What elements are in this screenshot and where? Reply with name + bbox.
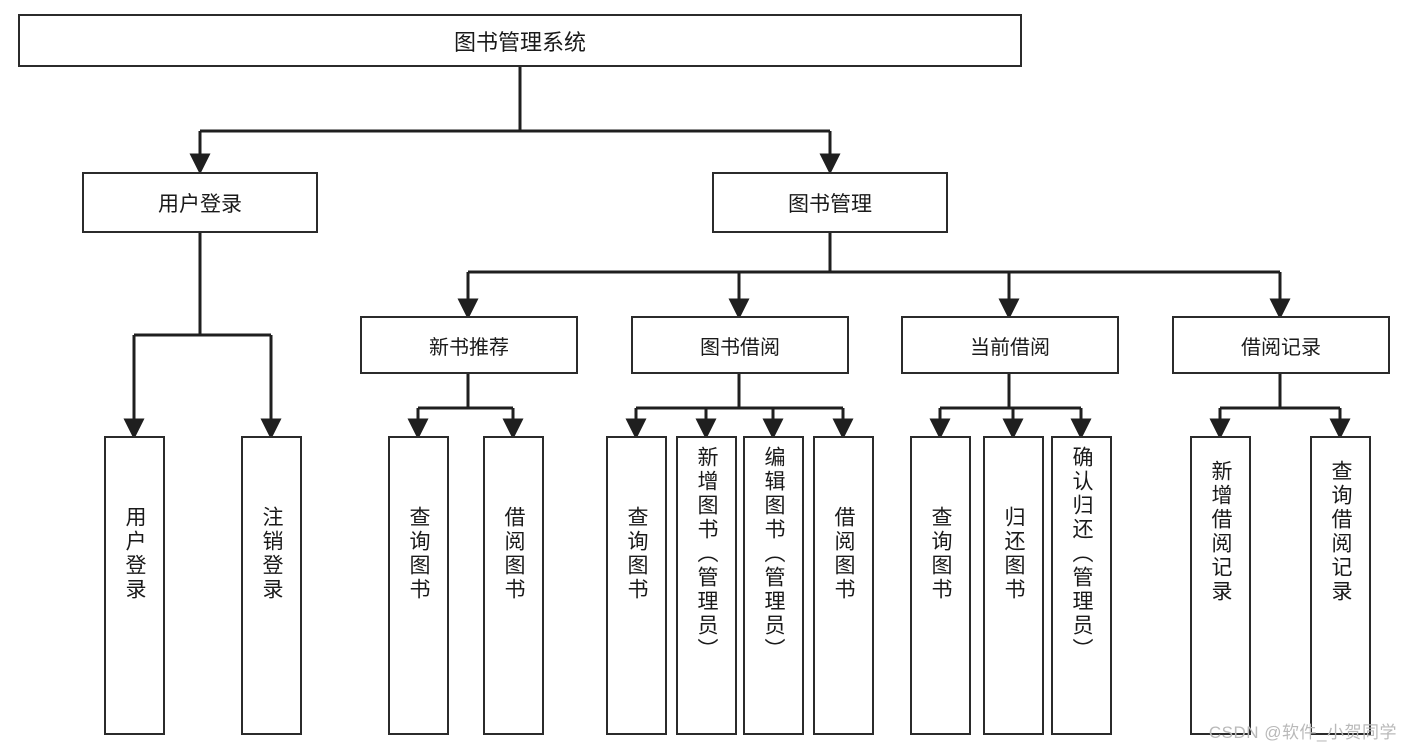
node-label: 用户登录 (123, 506, 146, 602)
node-label: 图书管理 (788, 192, 872, 216)
leaf-user-login-query[interactable]: 用户登录 (104, 436, 165, 735)
leaf-currentborrow-return-book[interactable]: 归还图书 (983, 436, 1044, 735)
leaf-bookborrow-add-book-admin[interactable]: 新增图书（管理员） (676, 436, 737, 735)
node-label: 借阅图书 (502, 506, 525, 602)
node-label: 用户登录 (158, 192, 242, 216)
node-label: 图书借阅 (700, 336, 780, 359)
node-label: 当前借阅 (970, 336, 1050, 359)
leaf-bookborrow-borrow-book[interactable]: 借阅图书 (813, 436, 874, 735)
node-label: 借阅图书 (832, 506, 855, 602)
leaf-borrowrecord-query-record[interactable]: 查询借阅记录 (1310, 436, 1371, 735)
node-label: 编辑图书（管理员） (762, 446, 785, 662)
node-label: 新增图书（管理员） (695, 446, 718, 662)
node-label: 新书推荐 (429, 336, 509, 359)
node-label: 确认归还（管理员） (1070, 446, 1093, 662)
node-book-borrow[interactable]: 图书借阅 (631, 316, 849, 374)
node-new-book-recommend[interactable]: 新书推荐 (360, 316, 578, 374)
leaf-currentborrow-query-book[interactable]: 查询图书 (910, 436, 971, 735)
node-label: 归还图书 (1002, 506, 1025, 602)
node-label: 查询图书 (929, 506, 952, 602)
node-label: 新增借阅记录 (1209, 460, 1232, 604)
node-borrow-record[interactable]: 借阅记录 (1172, 316, 1390, 374)
node-user-login[interactable]: 用户登录 (82, 172, 318, 233)
leaf-currentborrow-confirm-return-admin[interactable]: 确认归还（管理员） (1051, 436, 1112, 735)
node-root-system[interactable]: 图书管理系统 (18, 14, 1022, 67)
leaf-newbook-query-book[interactable]: 查询图书 (388, 436, 449, 735)
leaf-bookborrow-edit-book-admin[interactable]: 编辑图书（管理员） (743, 436, 804, 735)
leaf-borrowrecord-add-record[interactable]: 新增借阅记录 (1190, 436, 1251, 735)
node-current-borrow[interactable]: 当前借阅 (901, 316, 1119, 374)
leaf-bookborrow-query-book[interactable]: 查询图书 (606, 436, 667, 735)
leaf-newbook-borrow-book[interactable]: 借阅图书 (483, 436, 544, 735)
node-label: 查询图书 (407, 506, 430, 602)
node-label: 注销登录 (260, 506, 283, 602)
node-label: 查询借阅记录 (1329, 460, 1352, 604)
leaf-user-logout[interactable]: 注销登录 (241, 436, 302, 735)
node-label: 借阅记录 (1241, 336, 1321, 359)
node-label: 查询图书 (625, 506, 648, 602)
node-book-management[interactable]: 图书管理 (712, 172, 948, 233)
node-label: 图书管理系统 (453, 29, 586, 55)
